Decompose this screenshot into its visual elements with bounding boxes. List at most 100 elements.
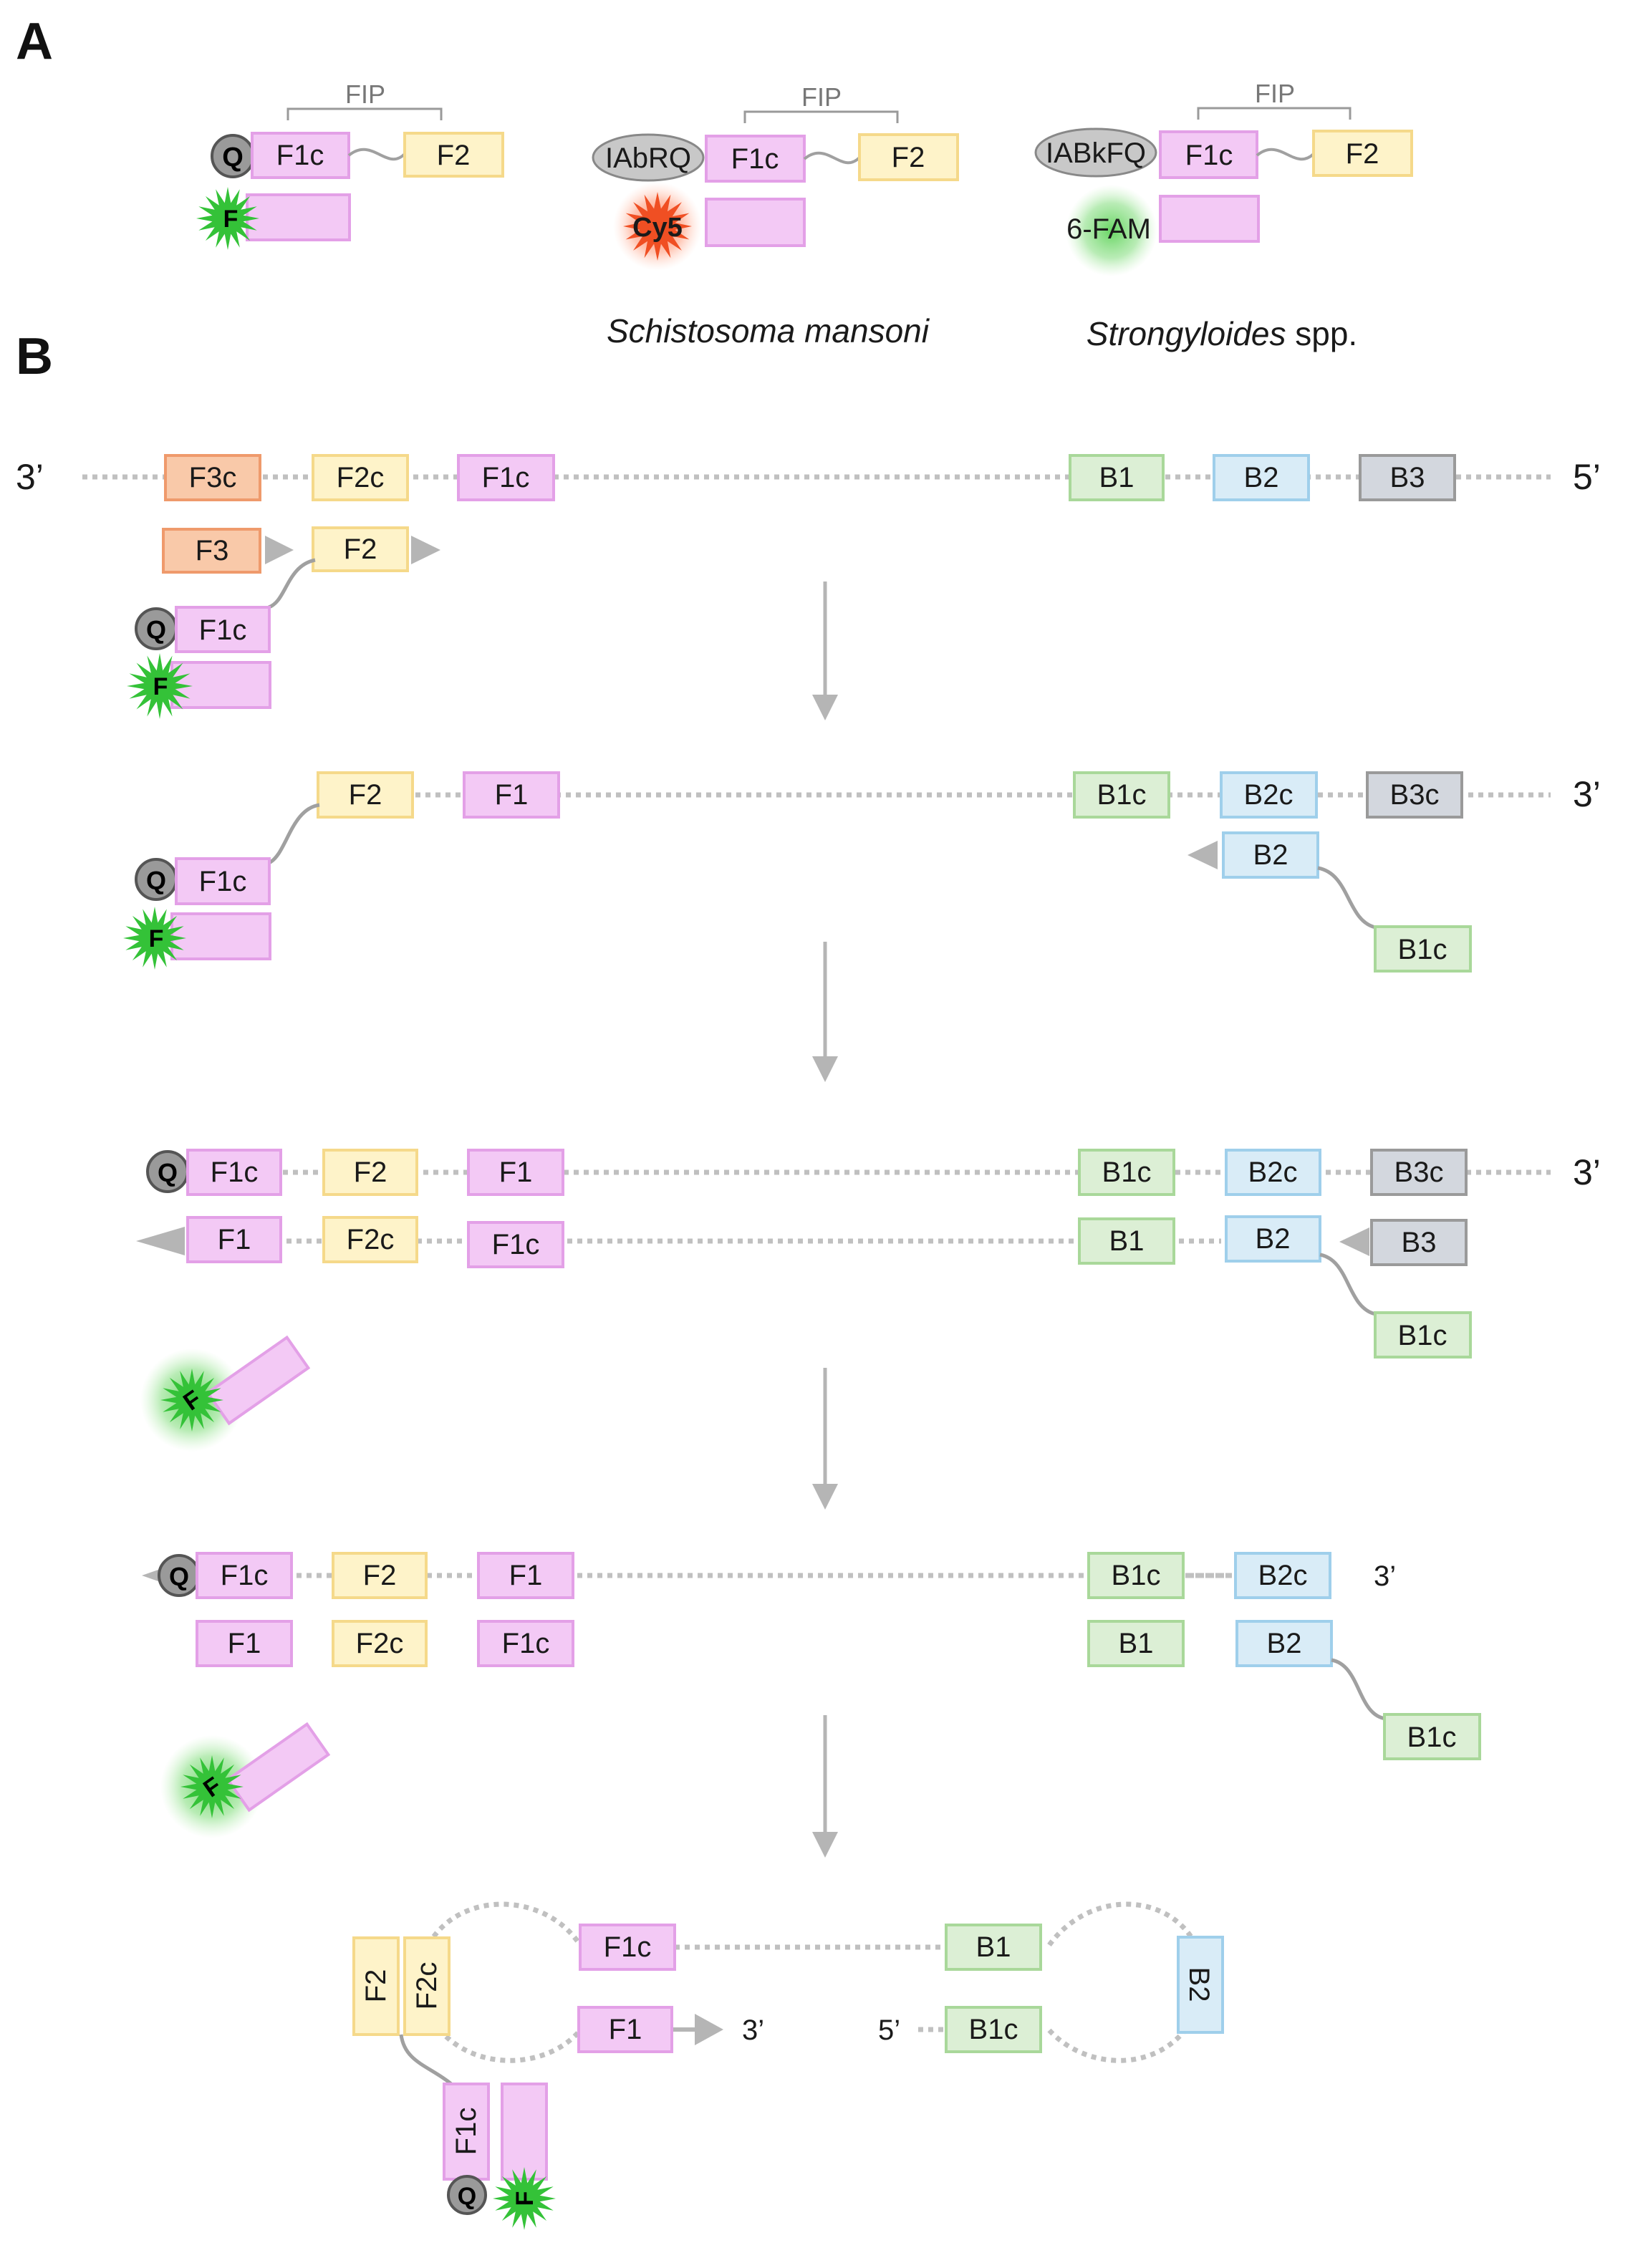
primer-b1c-block — [1374, 925, 1472, 973]
left-loop-top — [425, 1901, 582, 1946]
b2-label: B2 — [1256, 1223, 1291, 1255]
step-arrowhead-icon — [812, 1056, 838, 1082]
f2c-label: F2c — [347, 1224, 395, 1255]
f2-label: F2 — [363, 1560, 397, 1591]
fluor-label: F — [511, 2191, 539, 2206]
b2c-label: B2c — [1258, 1560, 1308, 1591]
probe-cy5: FIP IAbRQ F1c F2 Cy5 Schistosoma mansoni — [592, 82, 959, 349]
b1c-block — [1374, 1311, 1472, 1359]
end-5prime: 5’ — [878, 2014, 900, 2046]
b2-block — [1177, 1936, 1224, 2034]
linker — [1319, 1253, 1376, 1316]
f1-block — [186, 1216, 282, 1263]
f2-label: F2 — [1346, 138, 1379, 170]
linker — [803, 151, 861, 165]
quencher-label: IABkFQ — [1046, 137, 1146, 169]
fluorophore-star-icon — [623, 192, 692, 261]
b2c-label: B2c — [1244, 779, 1293, 811]
probe-f1c-block — [175, 857, 271, 905]
b2-block — [1235, 1620, 1333, 1667]
linker — [399, 2034, 453, 2085]
complement-block — [501, 2083, 548, 2181]
b1c-label: B1c — [969, 2014, 1018, 2045]
linker — [1331, 1658, 1387, 1721]
b2-label: B2 — [1183, 1967, 1215, 2002]
fluorophore-star-icon — [180, 1755, 244, 1818]
quencher-label: Q — [146, 615, 166, 645]
f2-block — [1312, 130, 1413, 177]
f1-label: F1 — [609, 2014, 642, 2045]
fluor-label: F — [153, 673, 168, 700]
step-arrowhead-icon — [812, 695, 838, 720]
f2-block — [403, 132, 504, 178]
f2-label: F2 — [349, 779, 382, 811]
f1c-block — [467, 1221, 564, 1268]
b3c-label: B3c — [1390, 779, 1440, 811]
fip-label: FIP — [801, 82, 842, 112]
f2c-block — [332, 1620, 428, 1667]
f2-block — [322, 1149, 418, 1196]
species-name: Schistosoma mansoni — [607, 312, 930, 349]
f3c-block — [164, 454, 261, 501]
b3-label: B3 — [1390, 462, 1425, 493]
complement-block — [705, 198, 806, 247]
b1-label: B1 — [1099, 462, 1134, 493]
fluorophore-star-icon — [123, 907, 186, 970]
f2-label: F2 — [354, 1157, 387, 1188]
f1-label: F1 — [228, 1628, 261, 1659]
f1-block — [577, 2006, 673, 2053]
f1c-label: F1c — [482, 462, 530, 493]
fip-bracket — [286, 107, 443, 120]
fluor-label: F — [149, 925, 164, 952]
b2-block — [1213, 454, 1310, 501]
b1c-block — [1383, 1713, 1481, 1760]
end-5prime: 5’ — [1573, 457, 1601, 497]
species-name: Strongyloides spp. — [1087, 315, 1357, 352]
f2-block — [332, 1552, 428, 1599]
f2c-label: F2c — [356, 1628, 404, 1659]
b2-label: B2 — [1267, 1628, 1302, 1659]
f1c-label: F1c — [502, 1628, 550, 1659]
quencher-label: Q — [158, 1158, 178, 1187]
quencher-label: Q — [222, 143, 244, 173]
b2-block — [1225, 1215, 1321, 1263]
f1c-block — [579, 1924, 676, 1971]
primer-b2-label: B2 — [1253, 839, 1288, 871]
extension-arrowhead-icon — [1339, 1227, 1369, 1256]
f1c-block — [251, 132, 350, 179]
probe-f1c-block — [443, 2083, 490, 2181]
extension-arrowhead-icon — [695, 2014, 723, 2045]
b1c-block — [1087, 1552, 1185, 1599]
f1-block — [196, 1620, 293, 1667]
step-5-dumbbell: F2 F2c F1c F1 3’ 5’ B1 B1c B2 F1c Q F — [352, 1901, 1224, 2230]
f1-label: F1 — [509, 1560, 543, 1591]
b2c-block — [1225, 1149, 1321, 1196]
fluor-label: F — [223, 206, 239, 233]
f1c-block — [186, 1149, 282, 1196]
fluorophore-star-icon — [493, 2167, 556, 2230]
fip-bracket — [743, 110, 899, 123]
b1c-block — [1078, 1149, 1175, 1196]
quencher-iabrq-icon — [592, 133, 705, 182]
f1-block — [463, 771, 560, 819]
released-fluor-strand — [206, 1335, 311, 1426]
b3c-label: B3c — [1394, 1157, 1444, 1188]
b1c-label: B1c — [1097, 779, 1147, 811]
linker — [267, 558, 316, 609]
b1c-label: B1c — [1407, 1722, 1457, 1753]
f3c-label: F3c — [189, 462, 237, 493]
probe-f1c-label: F1c — [451, 2108, 482, 2156]
f2-block — [858, 133, 959, 181]
f1c-label: F1c — [731, 143, 779, 175]
step-1: 3’ 5’ F3c F2c F1c B1 B2 B3 F3 F2 Q F1c F — [16, 454, 1601, 719]
quencher-label: Q — [146, 866, 166, 895]
b2c-block — [1220, 771, 1318, 819]
panel-a-label: A — [16, 13, 53, 70]
probe-generic: FIP Q F1c F2 F — [196, 79, 504, 250]
right-loop-bottom — [1047, 2011, 1199, 2063]
step-2: 3’ F2 F1 B1c B2c B3c Q F1c F B2 B1c — [123, 771, 1601, 973]
f1c-label: F1c — [604, 1931, 652, 1963]
f1-block — [477, 1552, 574, 1599]
f1-block — [467, 1149, 564, 1196]
